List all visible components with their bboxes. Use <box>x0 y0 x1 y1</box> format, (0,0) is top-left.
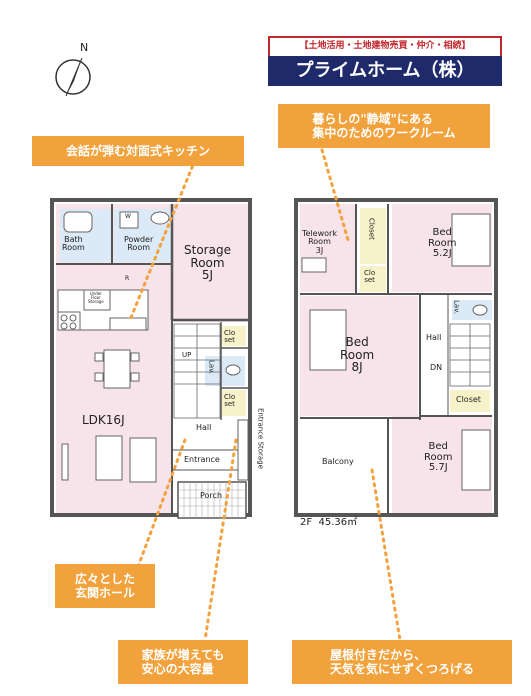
balcony-label: Balcony <box>322 457 354 466</box>
closet-1f-lower-label: Clo set <box>224 393 236 409</box>
hall-1f-label: Hall <box>196 423 212 432</box>
closet-small-label: Clo set <box>364 269 376 285</box>
hall-2f-label: Hall <box>426 333 442 342</box>
closet-tall-label: Closet <box>367 218 376 240</box>
telework-room-label: Telework Room 3J <box>302 229 337 255</box>
porch-label: Porch <box>200 491 223 500</box>
lavatory-1f-label: Lav. <box>207 360 216 375</box>
north-arrow-icon <box>55 57 91 97</box>
entrance-label: Entrance <box>184 455 220 464</box>
company-tagline: 【土地活用・土地建物売買・仲介・相続】 <box>268 36 502 58</box>
underfloor-storage-label: Under Floor Storage <box>88 291 104 305</box>
callout-telework: 暮らしの"静域"にある 集中のためのワークルーム <box>278 104 490 148</box>
storage-room-label: Storage Room 5J <box>184 243 231 283</box>
bed-room-52-label: Bed Room 5.2J <box>428 227 457 259</box>
first-floor-plan <box>50 198 252 519</box>
closet-right-label: Closet <box>456 395 481 404</box>
bath-room-label: Bath Room <box>62 235 85 253</box>
floor-area-label: 2F 45.36㎡ <box>300 517 358 528</box>
compass-label: N <box>80 41 89 54</box>
callout-balcony: 屋根付きだから、 天気を気にせずくつろげる <box>292 640 512 684</box>
stairs-down-label: DN <box>430 363 443 372</box>
callout-leaders <box>128 148 402 642</box>
washer-label: W <box>125 213 131 220</box>
callout-storage: 家族が増えても 安心の大容量 <box>118 640 248 684</box>
second-floor-plan <box>294 198 498 517</box>
refrigerator-label: R <box>125 275 130 282</box>
entrance-storage-label: Entrance Storage <box>256 408 265 469</box>
closet-1f-upper-label: Clo set <box>224 329 236 345</box>
company-name: プライムホーム（株） <box>268 56 502 86</box>
powder-room-label: Powder Room <box>124 235 154 253</box>
ldk-label: LDK16J <box>82 413 125 427</box>
lavatory-2f-label: Lav. <box>452 300 461 315</box>
bed-room-8-label: Bed Room 8J <box>340 335 375 375</box>
callout-kitchen: 会話が弾む対面式キッチン <box>32 136 244 166</box>
stairs-up-label: UP <box>182 351 192 359</box>
callout-entrance-hall: 広々とした 玄関ホール <box>55 564 155 608</box>
bed-room-57-label: Bed Room 5.7J <box>424 441 453 473</box>
